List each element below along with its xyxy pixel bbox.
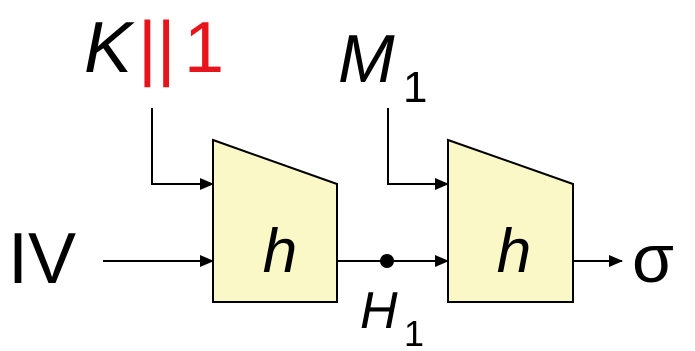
message-subscript: 1: [403, 63, 427, 112]
concat-separator: ||: [138, 8, 175, 88]
message-label: M: [338, 21, 395, 97]
compression-box-right: [447, 138, 574, 303]
key-input-arrow: [151, 108, 214, 190]
h-label-right: h: [497, 217, 531, 286]
key-label: K: [84, 8, 135, 88]
chaining-value-subscript: 1: [404, 313, 424, 351]
output-sigma: σ: [632, 221, 674, 297]
iv-label: IV: [8, 219, 76, 299]
compression-box-left: [212, 138, 338, 303]
h-label-left: h: [263, 217, 297, 286]
message-input-arrow: [387, 108, 449, 190]
chaining-value-dot: [380, 254, 394, 268]
padding-one: 1: [184, 8, 224, 88]
chaining-value-label: H: [360, 282, 398, 340]
